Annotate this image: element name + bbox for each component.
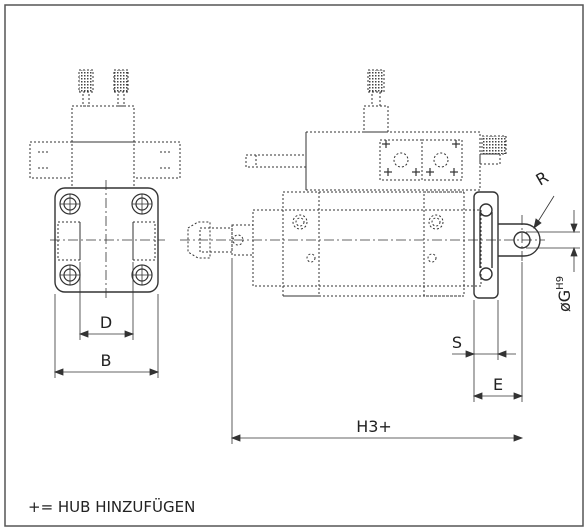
dimension-d <box>78 262 135 340</box>
dimension-s <box>452 300 516 360</box>
dimension-e <box>472 262 524 402</box>
dimension-b <box>53 294 160 378</box>
adjust-screw-right <box>113 69 129 93</box>
dimension-g <box>526 210 580 272</box>
drawing-border <box>4 4 584 527</box>
dimension-s-label: S <box>452 333 462 352</box>
dimension-e-label: E <box>493 375 503 394</box>
footnote: += HUB HINZUFÜGEN <box>28 497 195 516</box>
side-view <box>187 69 507 297</box>
dimension-h3-label: H3+ <box>356 417 392 436</box>
dimension-b-label: B <box>101 351 112 370</box>
dimension-h3 <box>230 258 524 444</box>
dimension-g-label: øGH9 <box>555 276 574 312</box>
dimension-d-label: D <box>100 313 112 332</box>
end-view <box>29 69 181 189</box>
adjust-screw-top <box>367 69 385 93</box>
adjust-screw-left <box>78 69 94 93</box>
radius-leader <box>533 195 555 229</box>
